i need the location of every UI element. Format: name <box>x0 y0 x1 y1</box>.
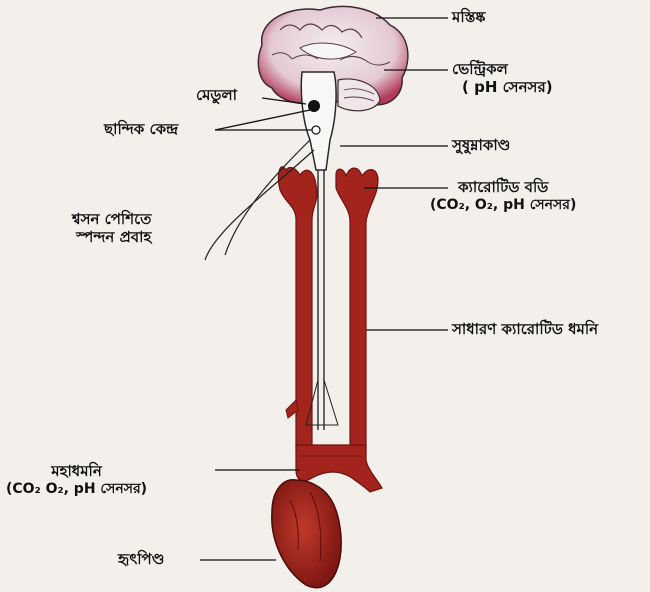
carotid-body-label: ক্যারোটিড বডি (CO₂, O₂, pH সেনসর) <box>430 178 576 214</box>
medulla-label: মেডুলা <box>196 86 237 104</box>
spinal-cord-label: সুষুম্নাকাণ্ড <box>452 136 510 154</box>
heart-label: হৃৎপিণ্ড <box>118 550 164 568</box>
respiratory-center-label: ছান্দিক কেন্দ্র <box>104 120 178 138</box>
heart <box>272 480 341 588</box>
respiratory-center-dot <box>312 126 320 134</box>
ventricle-label: ভেন্ট্রিকল ( pH সেনসর) <box>452 60 553 96</box>
aorta-label: মহাধমনি (CO₂ O₂, pH সেনসর) <box>6 462 147 498</box>
right-carotid-artery <box>336 168 378 448</box>
common-carotid-label: সাধারণ ক্যারোটিড ধমনি <box>452 320 598 338</box>
brain-label: মস্তিষ্ক <box>452 8 485 26</box>
nerve-impulse-label: শ্বসন পেশিতে স্পন্দন প্রবাহ <box>72 210 151 246</box>
